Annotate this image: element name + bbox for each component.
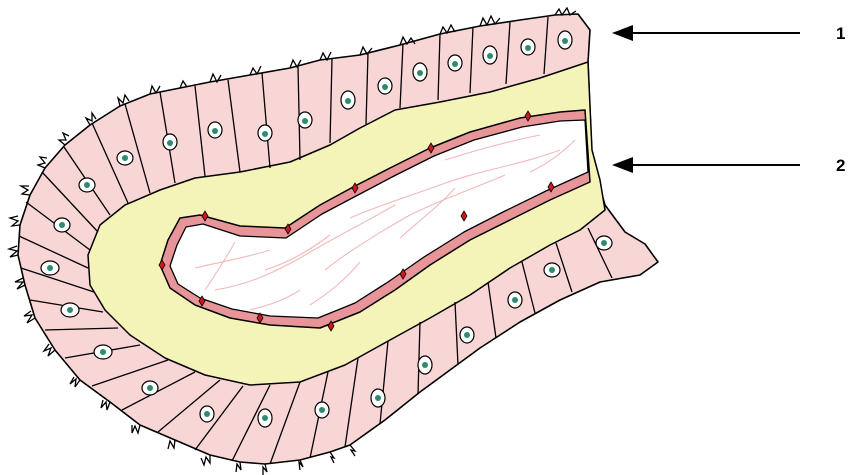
nucleus: [448, 55, 462, 71]
label-2: 2: [836, 156, 845, 175]
nucleus: [163, 134, 177, 150]
nucleus: [378, 78, 392, 94]
nucleus: [371, 389, 385, 407]
nucleus: [94, 345, 112, 359]
nucleus: [558, 31, 572, 49]
label-arrow-2: [612, 157, 800, 173]
nucleus: [413, 63, 427, 81]
nucleus: [258, 125, 272, 141]
nucleus: [258, 409, 272, 427]
nucleus: [596, 236, 612, 250]
nucleus: [460, 327, 474, 343]
nucleus: [61, 303, 79, 317]
nucleus: [79, 178, 95, 192]
nucleus: [418, 356, 432, 374]
nucleus: [508, 292, 522, 308]
nucleus: [521, 39, 535, 55]
nucleus: [142, 381, 158, 395]
nucleus: [200, 406, 214, 422]
nucleus: [54, 218, 70, 232]
label-arrow-1: [612, 25, 800, 41]
nucleus: [341, 91, 355, 109]
nucleus: [315, 402, 329, 418]
nucleus: [298, 112, 312, 128]
nucleus: [208, 122, 222, 138]
nucleus: [117, 151, 133, 165]
nucleus: [544, 263, 560, 277]
nucleus: [483, 46, 497, 64]
label-1: 1: [836, 24, 845, 43]
nucleus: [41, 261, 59, 275]
